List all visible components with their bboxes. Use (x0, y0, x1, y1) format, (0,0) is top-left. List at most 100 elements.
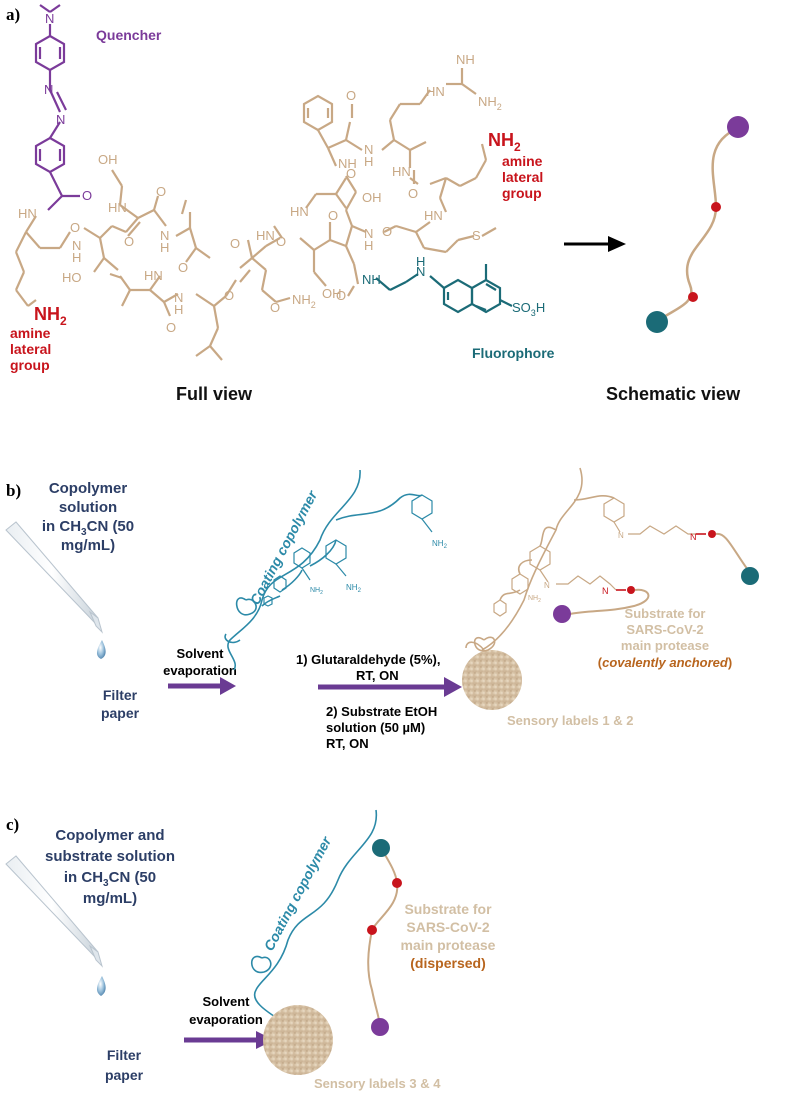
panel-c-label: c) (6, 815, 19, 834)
dispersed-substrate-c (367, 839, 402, 1036)
full-view-label: Full view (176, 384, 253, 404)
atom-oh-2: OH (322, 286, 342, 301)
atom-ho-1: HO (62, 270, 82, 285)
anchored-substrate-b: N N (553, 530, 759, 623)
atom-oh-3: OH (362, 190, 382, 205)
fluorophore-structure (375, 264, 513, 314)
atom-o-10: O (328, 208, 338, 223)
svg-text:RT, ON: RT, ON (356, 668, 399, 683)
solvent-text-b: Solvent evaporation (163, 646, 237, 678)
pipette-icon-c (5, 855, 106, 996)
atom-o-5: O (166, 320, 176, 335)
atom-n-4: N (364, 142, 373, 157)
quencher-label: Quencher (96, 27, 162, 43)
solution-text-c: Copolymer and substrate solution in CH3C… (45, 827, 175, 907)
peptide-atom-labels: HN O N H HO OH HN O O N H HN O N H O O O… (18, 52, 502, 335)
evaporation-arrow-c (184, 1031, 274, 1049)
schematic-fluorophore-dot (646, 311, 668, 333)
atom-o-4: O (178, 260, 188, 275)
svg-text:lateral: lateral (10, 341, 51, 357)
svg-text:SARS-CoV-2: SARS-CoV-2 (406, 919, 489, 935)
schematic-substrate (646, 116, 749, 333)
peptide-carbonyls (109, 104, 416, 297)
atom-h-4: H (364, 154, 373, 169)
sensory-labels-3-4: Sensory labels 3 & 4 (314, 1076, 441, 1091)
atom-o-1: O (70, 220, 80, 235)
schematic-amine-dot-2 (688, 292, 698, 302)
solution-text-b: Copolymer solution in CH3CN (50 mg/mL) (42, 480, 134, 554)
reaction-arrow-b (318, 677, 462, 697)
droplet-icon-b (96, 640, 106, 659)
quencher-o: O (82, 188, 92, 203)
svg-text:amine: amine (502, 153, 543, 169)
nh2-label-b1: NH2 (432, 539, 448, 550)
svg-text:main protease: main protease (401, 937, 496, 953)
fluor-so3h: SO3H (512, 300, 545, 318)
svg-text:Filter: Filter (107, 1047, 142, 1063)
atom-o-3: O (156, 184, 166, 199)
svg-text:paper: paper (105, 1067, 144, 1083)
svg-text:1) Glutaraldehyde (5%),: 1) Glutaraldehyde (5%), (296, 652, 440, 667)
svg-text:paper: paper (101, 705, 140, 721)
fluor-n: N (416, 264, 425, 279)
atom-h-5: H (364, 238, 373, 253)
svg-text:in CH3CN (50: in CH3CN (50 (42, 518, 134, 538)
schematic-quencher-dot (727, 116, 749, 138)
quencher-azo-n2: N (56, 112, 65, 127)
svg-text:solution: solution (59, 499, 117, 516)
imine-n-b1: N (618, 531, 624, 540)
nh2-label-b3: NH2 (310, 587, 323, 596)
svg-text:SARS-CoV-2: SARS-CoV-2 (626, 622, 703, 637)
atom-o-7: O (230, 236, 240, 251)
atom-hn-1: HN (18, 206, 37, 221)
atom-hn-5: HN (290, 204, 309, 219)
panel-b: b) Copolymer solution in CH3CN (50 mg/mL… (5, 467, 759, 751)
quencher-azo-n1: N (44, 82, 53, 97)
filter-paper-text-b: Filter paper (101, 687, 140, 721)
atom-hn-8: HN (424, 208, 443, 223)
amine-right-label: NH2 amine lateral group (488, 130, 543, 201)
svg-text:Filter: Filter (103, 687, 138, 703)
svg-text:amine: amine (10, 325, 51, 341)
atom-hn-3: HN (144, 268, 163, 283)
panel-a: a) N N N O Quencher (6, 4, 749, 404)
anchored-fluorophore-dot-b (741, 567, 759, 585)
anchored-quencher-dot-b (553, 605, 571, 623)
dispersed-quencher-dot-c (371, 1018, 389, 1036)
svg-text:Copolymer and: Copolymer and (55, 827, 164, 844)
substrate-text-b: Substrate for SARS-CoV-2 main protease (… (598, 606, 732, 670)
filter-paper-text-c: Filter paper (105, 1047, 144, 1083)
atom-n-2: N (160, 228, 169, 243)
fluor-h: H (416, 254, 425, 269)
atom-hn-4: HN (256, 228, 275, 243)
pipette-icon-b (5, 521, 106, 659)
reaction-steps-b: 1) Glutaraldehyde (5%), RT, ON 2) Substr… (296, 652, 440, 751)
svg-text:2) Substrate EtOH: 2) Substrate EtOH (326, 704, 437, 719)
atom-oh-1: OH (98, 152, 118, 167)
atom-o-2: O (124, 234, 134, 249)
atom-hn-2: HN (108, 200, 127, 215)
atom-h-2: H (160, 240, 169, 255)
atom-s: S (472, 228, 481, 243)
atom-o-13: O (346, 166, 356, 181)
coating-copolymer-b (224, 469, 423, 671)
peptide-structure (14, 68, 497, 361)
imine-n-red-b1: N (690, 532, 697, 542)
atom-o-9: O (276, 234, 286, 249)
svg-text:lateral: lateral (502, 169, 543, 185)
droplet-icon-c (96, 976, 106, 996)
svg-text:group: group (502, 185, 542, 201)
coating-copolymer-c (250, 809, 378, 1021)
svg-text:substrate solution: substrate solution (45, 848, 175, 865)
atom-n-5: N (364, 226, 373, 241)
atom-nh-1: NH (338, 156, 357, 171)
svg-text:solution (50 µM): solution (50 µM) (326, 720, 425, 735)
atom-h-3: H (174, 302, 183, 317)
svg-text:Copolymer: Copolymer (49, 480, 128, 497)
svg-text:in CH3CN (50: in CH3CN (50 (64, 869, 156, 889)
svg-text:Substrate for: Substrate for (625, 606, 706, 621)
atom-h-1: H (72, 250, 81, 265)
atom-n-3: N (174, 290, 183, 305)
filter-paper-disc-b (462, 650, 522, 710)
